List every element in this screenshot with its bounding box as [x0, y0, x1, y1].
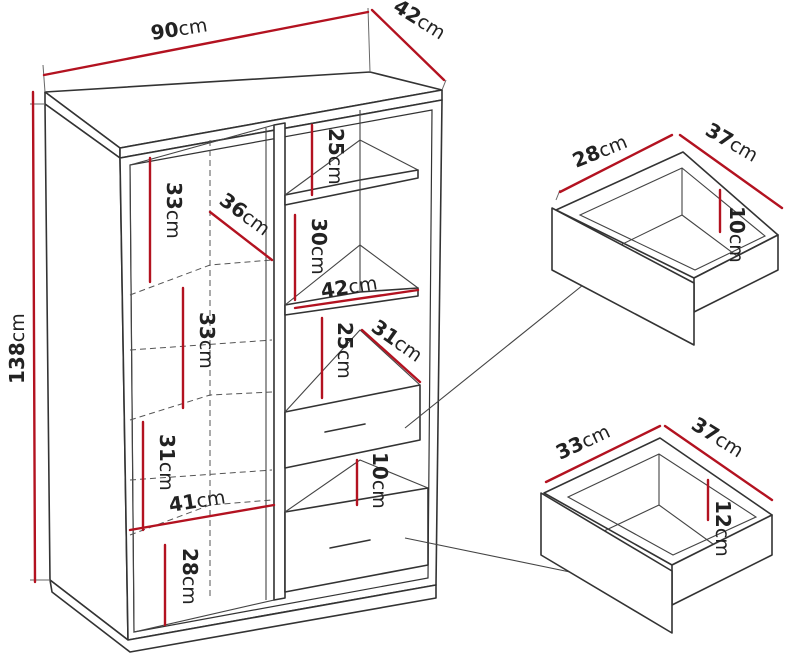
label-depth: 42cm — [389, 0, 450, 44]
dim-line-bottom-drawer-width — [544, 424, 662, 484]
label-left-shelf-middle-height: 33cm — [195, 312, 219, 369]
dim-line-bottom-drawer-depth — [663, 424, 774, 502]
dim-line-width — [42, 10, 370, 77]
cabinet-dimensions — [30, 7, 447, 627]
label-left-inner-width: 41cm — [167, 484, 227, 517]
dim-line-left-41 — [128, 503, 276, 532]
dim-line-top-drawer-depth — [678, 133, 784, 210]
label-left-shelf-top-height: 33cm — [162, 182, 186, 239]
label-top-drawer-depth: 37cm — [702, 118, 763, 167]
label-top-drawer-width: 28cm — [569, 129, 631, 173]
label-right-second-shelf-height: 30cm — [307, 218, 331, 275]
label-width: 90cm — [149, 12, 209, 45]
label-right-top-shelf-height: 25cm — [324, 128, 348, 185]
bottom-drawer-inner — [566, 453, 758, 556]
label-right-drawer-space-height: 25cm — [333, 322, 357, 379]
label-left-shelf-lower-height: 31cm — [155, 434, 179, 491]
cabinet-lower-drawer — [284, 487, 429, 593]
bottom-drawer-front — [540, 492, 673, 634]
right-shelf-1 — [284, 169, 419, 206]
left-dash-low — [129, 469, 273, 481]
cabinet-drawing — [44, 71, 443, 653]
center-divider — [273, 122, 286, 601]
upper-drawer-space — [284, 329, 421, 413]
dim-line-height — [31, 90, 37, 584]
dim-line-depth — [370, 8, 446, 82]
top-drawer-inner-floor — [681, 214, 746, 263]
label-bottom-drawer-depth: 37cm — [687, 412, 748, 462]
lower-drawer-space — [284, 459, 429, 513]
top-drawer-front — [551, 207, 695, 346]
cabinet-left-side — [44, 103, 129, 641]
bottom-drawer-drawing: 33cm 37cm 12cm — [540, 412, 774, 634]
dim-line-right-42 — [293, 288, 420, 310]
top-drawer-inner — [578, 167, 767, 271]
dim-line-left-36 — [208, 210, 274, 262]
lower-drawer-handle — [329, 539, 371, 549]
label-right-lower-drawer-height: 10cm — [368, 452, 392, 509]
label-bottom-drawer-height: 12cm — [711, 500, 735, 557]
left-dash-mid — [129, 339, 273, 351]
top-drawer-drawing: 28cm 37cm 10cm — [551, 118, 784, 346]
dim-line-right-31 — [360, 328, 422, 384]
label-bottom-drawer-width: 33cm — [552, 419, 614, 465]
leader-line-bottom-drawer — [404, 537, 571, 573]
label-height: 138cm — [5, 313, 29, 384]
dim-line-top-drawer-width — [558, 133, 674, 194]
cabinet-plinth — [49, 579, 437, 653]
label-right-shelf-width: 42cm — [319, 270, 379, 303]
label-left-bottom-height: 28cm — [178, 548, 202, 605]
label-top-drawer-height: 10cm — [725, 206, 749, 263]
leader-line-top-drawer — [404, 284, 584, 429]
upper-drawer-handle — [324, 423, 366, 433]
